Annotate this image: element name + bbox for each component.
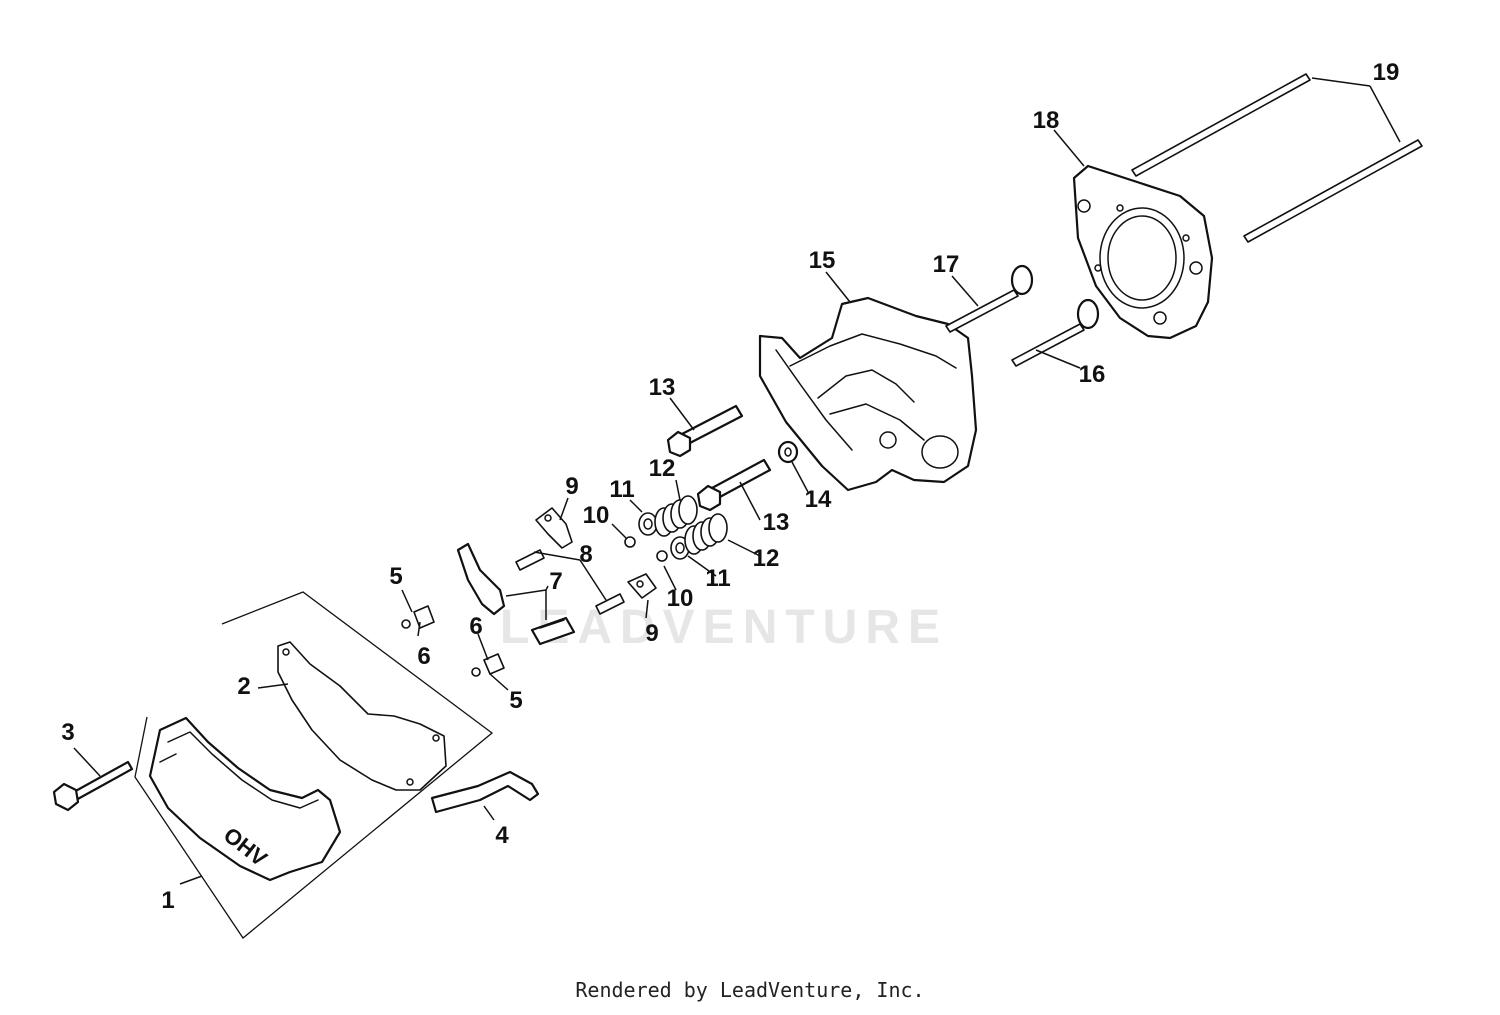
head-gasket	[1072, 164, 1214, 340]
callout-11-lower: 11	[705, 565, 730, 592]
callout-6-upper: 6	[417, 643, 430, 670]
head-bolt-lower	[696, 458, 772, 512]
fitting-upper	[401, 605, 435, 629]
valve-spring-lower	[684, 513, 728, 555]
callout-1: 1	[161, 887, 174, 914]
callout-12-lower: 12	[753, 545, 780, 572]
callout-15: 15	[809, 247, 836, 274]
callout-2: 2	[237, 673, 250, 700]
callout-11-upper: 11	[609, 476, 634, 503]
rocker-stud-upper	[515, 549, 545, 571]
footer-credit: Rendered by LeadVenture, Inc.	[575, 978, 925, 1002]
head-bolt-upper	[666, 404, 744, 458]
valve-exhaust	[945, 264, 1034, 333]
callout-14: 14	[805, 486, 832, 513]
callout-10-lower: 10	[667, 585, 694, 612]
cover-bolt	[52, 760, 134, 812]
breather-tube	[430, 770, 540, 814]
push-rods	[1131, 73, 1423, 243]
callout-3: 3	[61, 719, 74, 746]
rocker-stud-lower	[595, 593, 625, 615]
valve-keeper-lower	[656, 550, 668, 562]
guide-plate-upper	[535, 507, 573, 549]
valve-spring-upper	[654, 495, 698, 537]
callout-16: 16	[1079, 361, 1106, 388]
callout-4: 4	[495, 822, 509, 849]
rocker-arm-lower	[530, 616, 576, 646]
group-frame	[134, 591, 494, 939]
callout-17: 17	[933, 251, 960, 278]
valve-intake	[1011, 298, 1100, 367]
callout-6-lower: 6	[469, 613, 482, 640]
washer	[777, 440, 799, 464]
fitting-lower	[471, 653, 505, 677]
callout-5-lower: 5	[509, 687, 522, 714]
callout-13-upper: 13	[649, 374, 676, 401]
callout-18: 18	[1033, 107, 1060, 134]
callout-8: 8	[579, 541, 592, 568]
valve-keeper-upper	[624, 536, 636, 548]
guide-plate-lower	[627, 573, 657, 599]
callout-10-upper: 10	[583, 502, 610, 529]
watermark: LEADVENTURE	[500, 601, 948, 654]
callout-19: 19	[1373, 59, 1400, 86]
callout-9-lower: 9	[645, 620, 658, 647]
callout-12-upper: 12	[649, 455, 676, 482]
leader-lines	[73, 77, 1401, 885]
valve-cover: OHV	[148, 716, 342, 882]
callout-13-lower: 13	[763, 509, 790, 536]
cylinder-head	[758, 296, 978, 492]
callout-5-upper: 5	[389, 563, 402, 590]
cover-gasket	[277, 641, 447, 791]
rocker-arm-upper	[456, 542, 506, 616]
callout-9-upper: 9	[565, 473, 578, 500]
callout-7: 7	[549, 568, 562, 595]
